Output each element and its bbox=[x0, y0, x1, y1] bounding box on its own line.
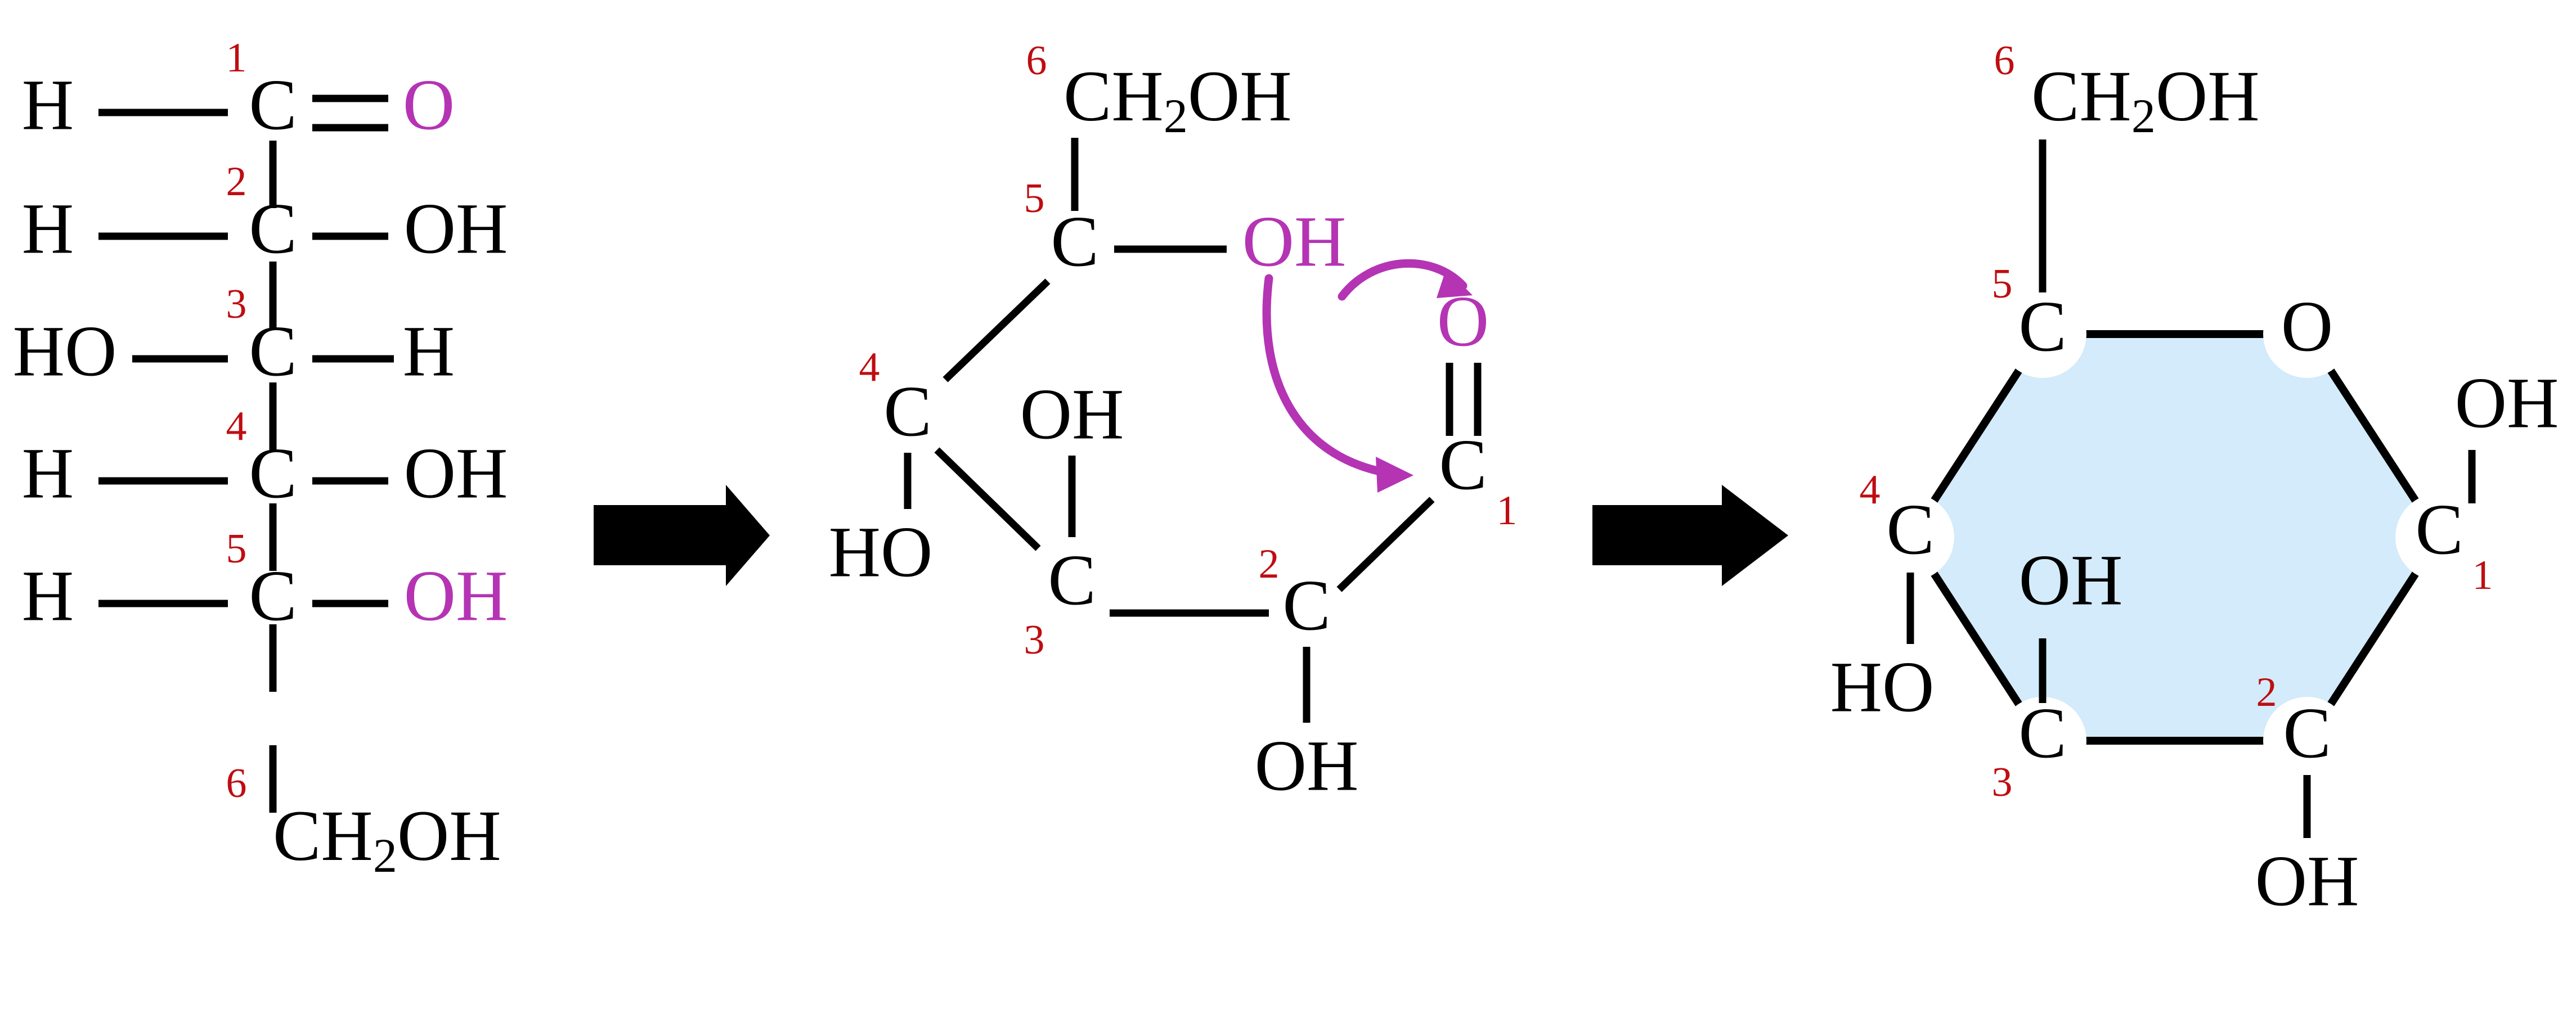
halo-c5 bbox=[1999, 290, 2086, 378]
coil-locant-6: 6 bbox=[1026, 38, 1047, 84]
fischer-c1-left-substituent: H bbox=[22, 65, 74, 145]
ring-c4-hydroxyl: HO bbox=[1830, 647, 1935, 727]
reaction-arrow-first bbox=[594, 485, 770, 586]
ring-c5-atom: C bbox=[2018, 286, 2066, 366]
coil-locant-2: 2 bbox=[1259, 541, 1280, 587]
ring-c3-hydroxyl: OH bbox=[2019, 540, 2123, 620]
structure-coiled-open-chain: 6 CH2OH 5 C OH 4 C HO OH 3 C 2 C OH bbox=[829, 38, 1518, 805]
mechanism-arrow-upper-head bbox=[1437, 269, 1473, 298]
bond-coil-c5-c4 bbox=[943, 278, 1051, 382]
pyranose-ring-fill bbox=[1910, 334, 2439, 741]
halo-c4 bbox=[1866, 493, 1954, 581]
bond-coil-c2-c1 bbox=[1336, 497, 1435, 592]
halo-c3 bbox=[1999, 697, 2086, 785]
fischer-c5-left-substituent: H bbox=[22, 556, 74, 636]
coil-c2-atom: C bbox=[1282, 565, 1330, 645]
coil-locant-4: 4 bbox=[859, 344, 880, 390]
fischer-c4-hydroxyl: OH bbox=[404, 433, 508, 513]
ring-c2-atom: C bbox=[2283, 693, 2331, 773]
reaction-arrow-second-shape bbox=[1592, 485, 1788, 586]
halo-c1 bbox=[2395, 493, 2483, 581]
bond-coil-c4-c3 bbox=[934, 447, 1041, 551]
ring-locant-3: 3 bbox=[1992, 759, 2013, 805]
fischer-c2-hydroxyl: OH bbox=[404, 188, 508, 268]
fischer-c1-atom: C bbox=[249, 65, 297, 145]
ring-locant-1: 1 bbox=[2472, 552, 2493, 598]
halo-c2 bbox=[2263, 697, 2351, 785]
structure-fischer-projection: H 1 C O H 2 C OH HO 3 C H H 4 C OH H 5 C… bbox=[13, 35, 508, 882]
mechanism-arrow-oh-to-carbonyl-oxygen bbox=[1338, 259, 1473, 301]
fischer-c4-left-substituent: H bbox=[22, 433, 74, 513]
structure-pyranose-ring: 6 CH2OH 5 C O C 1 OH 2 C OH 3 C OH 4 C H… bbox=[1830, 38, 2559, 921]
coil-c3-atom: C bbox=[1048, 540, 1096, 620]
coil-locant-1: 1 bbox=[1497, 488, 1518, 534]
fischer-locant-4: 4 bbox=[226, 403, 247, 449]
ring-locant-6: 6 bbox=[1994, 38, 2015, 84]
ring-locant-4: 4 bbox=[1860, 467, 1881, 513]
ring-locant-2: 2 bbox=[2256, 669, 2277, 715]
mechanism-arrow-lower-head bbox=[1376, 457, 1413, 493]
fischer-c3-atom: C bbox=[249, 311, 297, 391]
reaction-arrow-first-shape bbox=[594, 485, 770, 586]
coil-c5-atom: C bbox=[1051, 201, 1098, 281]
fischer-c3-hydrogen: H bbox=[403, 311, 455, 391]
fischer-locant-6: 6 bbox=[226, 760, 247, 807]
ring-c1-hydroxyl: OH bbox=[2455, 363, 2559, 443]
coil-c5-hydroxyl-highlighted: OH bbox=[1242, 201, 1347, 281]
halo-ring-o bbox=[2263, 290, 2351, 378]
ring-locant-5: 5 bbox=[1992, 261, 2013, 307]
coil-c3-hydroxyl: OH bbox=[1020, 374, 1124, 454]
ring-c1-atom: C bbox=[2415, 489, 2463, 569]
ring-c6-hydroxymethyl: CH2OH bbox=[2031, 56, 2260, 142]
mechanism-arrow-oh-to-carbonyl-carbon bbox=[1262, 274, 1413, 493]
coil-locant-3: 3 bbox=[1024, 617, 1045, 663]
reaction-arrow-second bbox=[1592, 485, 1788, 586]
fischer-c6-hydroxymethyl: CH2OH bbox=[273, 796, 501, 882]
coil-c4-hydroxyl: HO bbox=[829, 512, 933, 592]
fischer-c5-hydroxyl-highlighted: OH bbox=[404, 556, 508, 636]
fischer-c2-left-substituent: H bbox=[22, 188, 74, 268]
ring-c4-atom: C bbox=[1886, 489, 1934, 569]
fischer-locant-1: 1 bbox=[226, 35, 247, 81]
fischer-c1-carbonyl-oxygen: O bbox=[403, 65, 455, 145]
fischer-c2-atom: C bbox=[249, 188, 297, 268]
fischer-locant-2: 2 bbox=[226, 159, 247, 205]
coil-c6-hydroxymethyl: CH2OH bbox=[1063, 56, 1292, 142]
coil-c4-atom: C bbox=[883, 371, 931, 451]
ring-c3-atom: C bbox=[2018, 693, 2066, 773]
fischer-locant-5: 5 bbox=[226, 526, 247, 572]
fischer-c5-atom: C bbox=[249, 556, 297, 636]
coil-locant-5: 5 bbox=[1024, 175, 1045, 222]
fischer-locant-3: 3 bbox=[226, 281, 247, 327]
fischer-c3-left-substituent: HO bbox=[13, 311, 117, 391]
coil-c1-atom: C bbox=[1439, 425, 1487, 505]
ring-c2-hydroxyl: OH bbox=[2255, 841, 2359, 921]
coil-c2-hydroxyl: OH bbox=[1255, 726, 1359, 805]
ring-oxygen-atom: O bbox=[2281, 286, 2333, 366]
mechanism-arrow-lower-path bbox=[1262, 274, 1400, 479]
fischer-c4-atom: C bbox=[249, 433, 297, 513]
